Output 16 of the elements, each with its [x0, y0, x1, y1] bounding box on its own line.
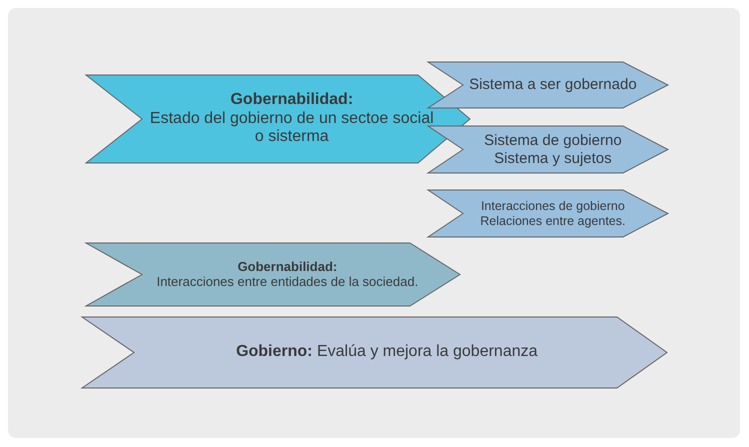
banner-text: Relaciones entre agentes. — [480, 214, 626, 228]
banner-text: Sistema de gobierno — [484, 132, 622, 150]
banner-text: Gobierno: Evalúa y mejora la gobernanza — [236, 343, 538, 362]
chevron-banner — [86, 243, 460, 306]
banner-heading: Gobernabilidad: — [230, 91, 354, 110]
banner-text: Interacciones de gobierno — [480, 199, 625, 214]
banner-text: Interacciones entre entidades de la sociedad. — [156, 274, 418, 290]
banner-heading: Gobernabilidad: — [238, 260, 338, 274]
banner-text: Estado del gobierno de un sectoe social o sisterma — [148, 110, 435, 147]
chevron-banner — [82, 317, 667, 388]
banner-text: Sistema a ser gobernado — [469, 76, 637, 94]
chevron-banner — [428, 62, 668, 108]
chevron-banner — [428, 126, 668, 173]
chevron-banner — [86, 75, 470, 163]
banner-text: Sistema y sujetos — [494, 150, 612, 167]
chevron-banner — [428, 190, 668, 237]
